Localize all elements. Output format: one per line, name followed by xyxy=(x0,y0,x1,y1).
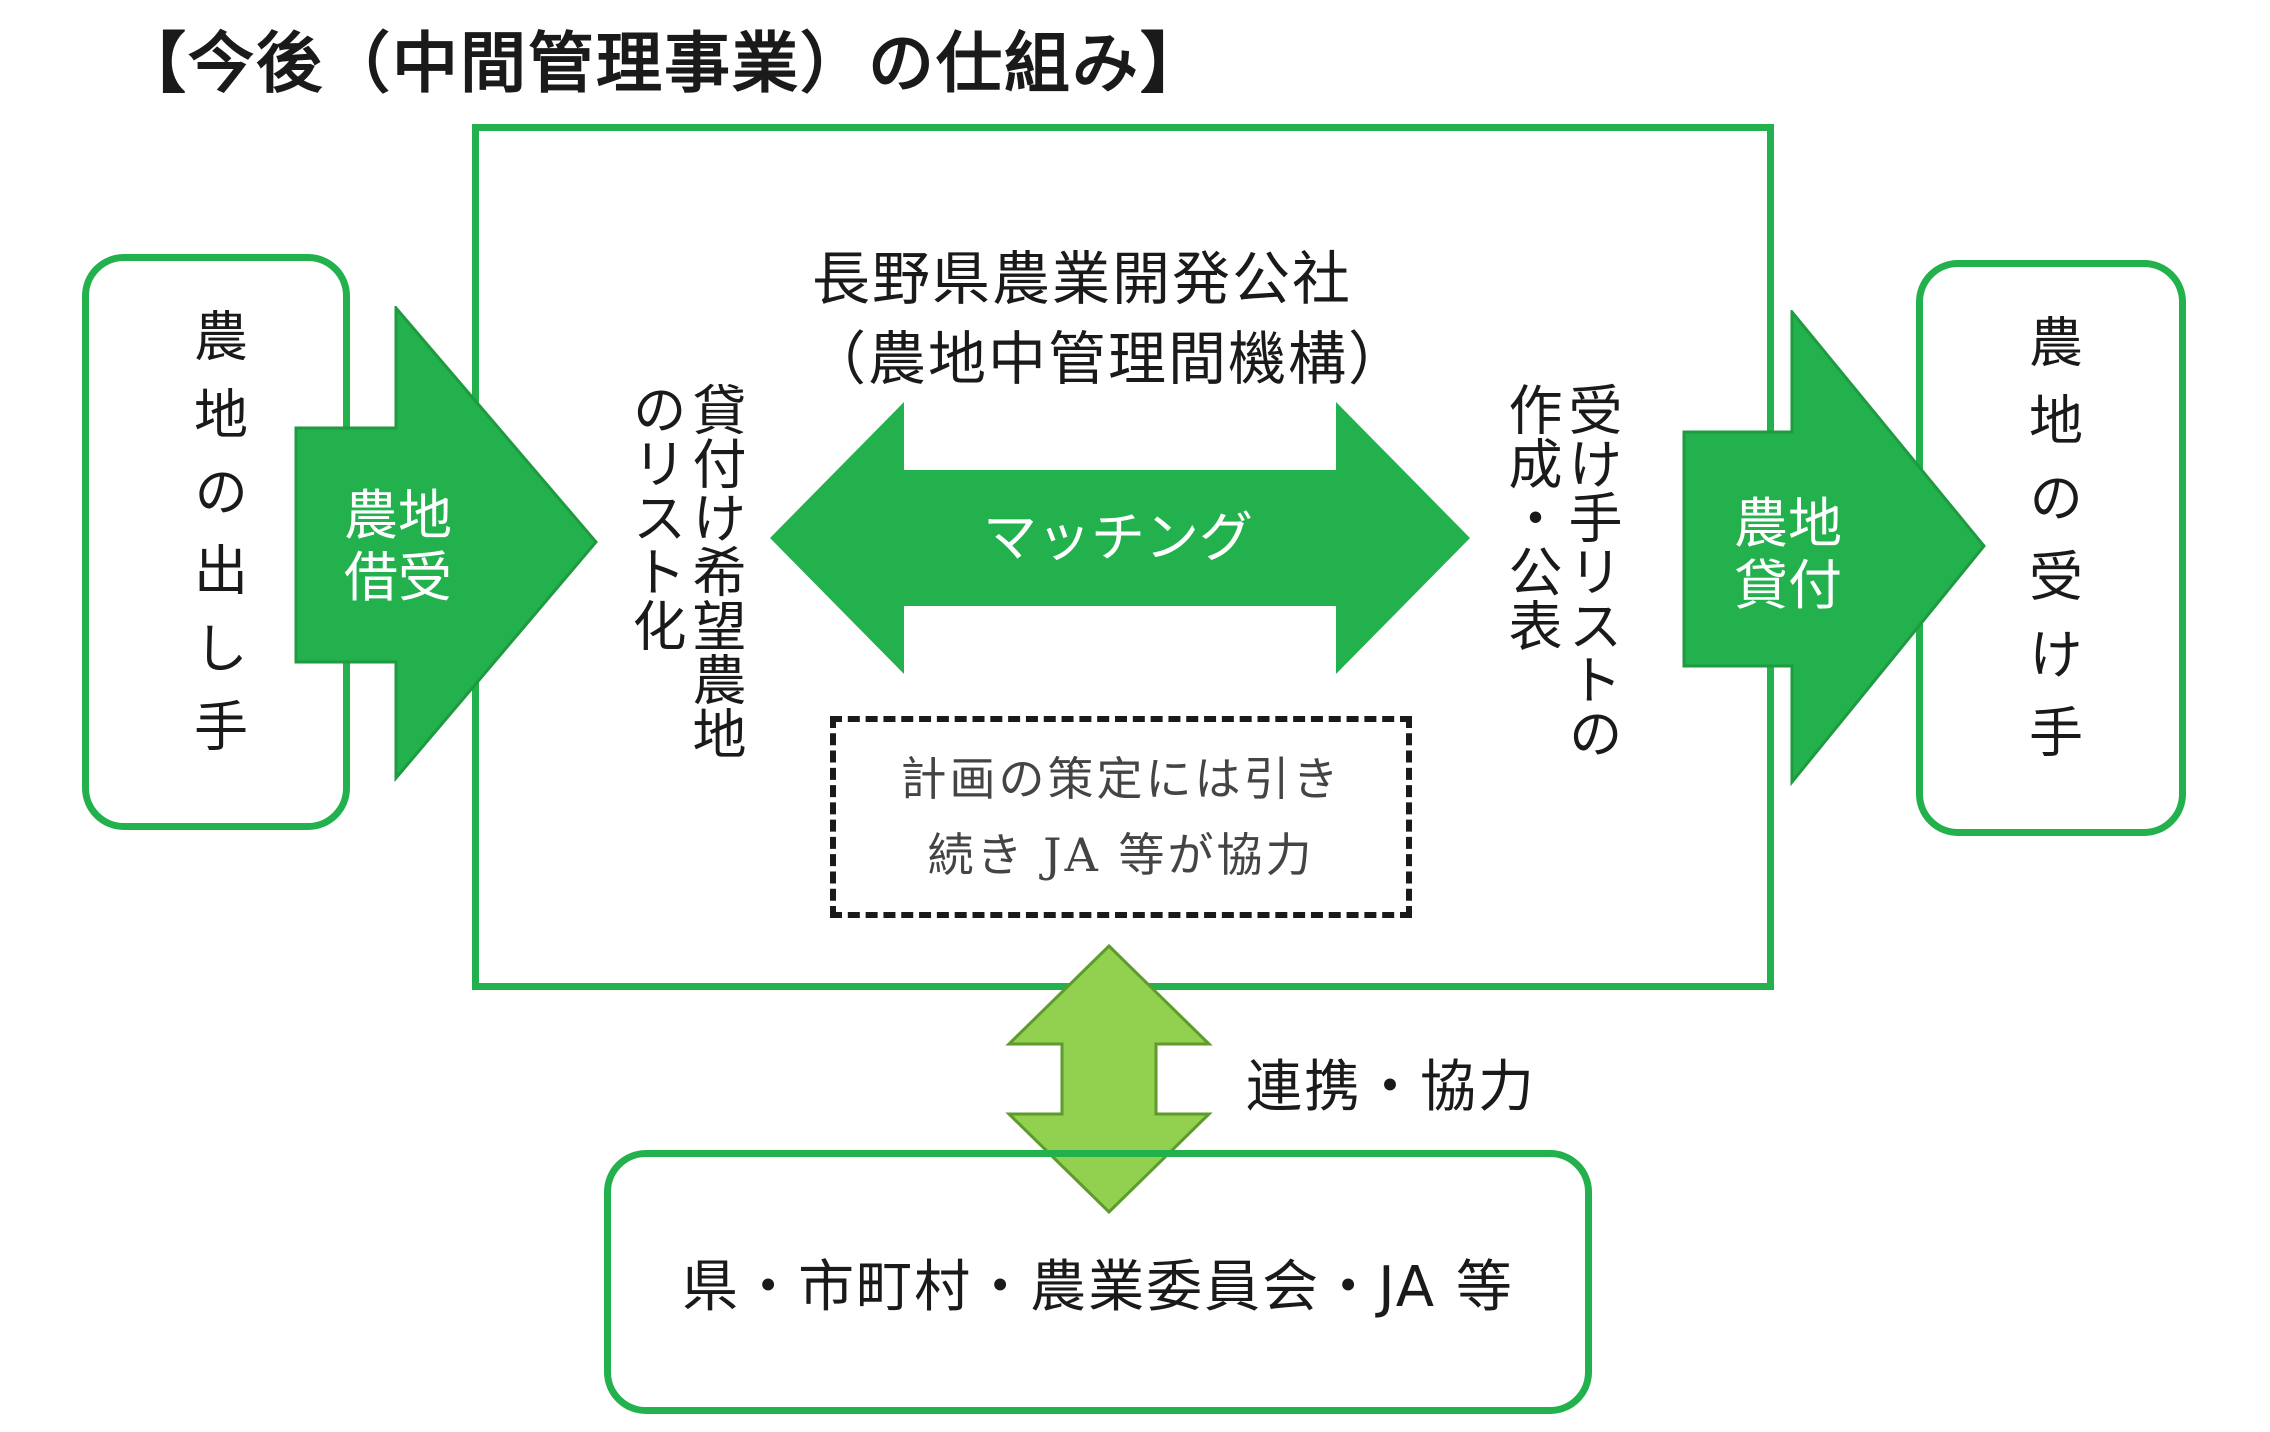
partners-label: 県・市町村・農業委員会・JA 等 xyxy=(682,1254,1514,1320)
borrow-arrow-label-line2: 借受 xyxy=(344,546,452,609)
planning-note-box: 計画の策定には引き 続き JA 等が協力 xyxy=(830,716,1412,918)
lender-list-line1: 貸付け希望農地 xyxy=(683,382,746,760)
land-recipient-label: 農地の受け手 xyxy=(2019,314,2083,782)
lend-arrow-label-line2: 貸付 xyxy=(1734,554,1842,617)
lender-list-line2: のリスト化 xyxy=(623,382,686,652)
cooperation-arrow xyxy=(1005,944,1213,1214)
lender-list-text: 貸付け希望農地 のリスト化 xyxy=(623,382,746,760)
page-title: 【今後（中間管理事業）の仕組み】 xyxy=(120,25,1208,102)
planning-note-line2: 続き JA 等が協力 xyxy=(927,828,1315,882)
recipient-list-line2: 作成・公表 xyxy=(1499,382,1562,652)
land-provider-label: 農地の出し手 xyxy=(184,308,248,776)
organization-name: 長野県農業開発公社 xyxy=(812,245,1353,313)
lend-arrow-label-line1: 農地 xyxy=(1734,492,1842,555)
recipient-list-line1: 受け手リストの xyxy=(1559,382,1622,760)
borrow-arrow-label-line1: 農地 xyxy=(344,484,452,547)
matching-arrow: マッチング xyxy=(770,402,1470,674)
recipient-list-text: 受け手リストの 作成・公表 xyxy=(1499,382,1622,760)
borrow-arrow: 農地 借受 xyxy=(294,306,598,782)
organization-subname: （農地中管理間機構） xyxy=(808,325,1409,393)
lend-arrow: 農地 貸付 xyxy=(1682,310,1986,786)
planning-note-line1: 計画の策定には引き xyxy=(900,752,1342,806)
matching-label: マッチング xyxy=(983,506,1253,569)
partners-box: 県・市町村・農業委員会・JA 等 xyxy=(604,1150,1592,1414)
cooperation-label: 連携・協力 xyxy=(1246,1055,1536,1120)
